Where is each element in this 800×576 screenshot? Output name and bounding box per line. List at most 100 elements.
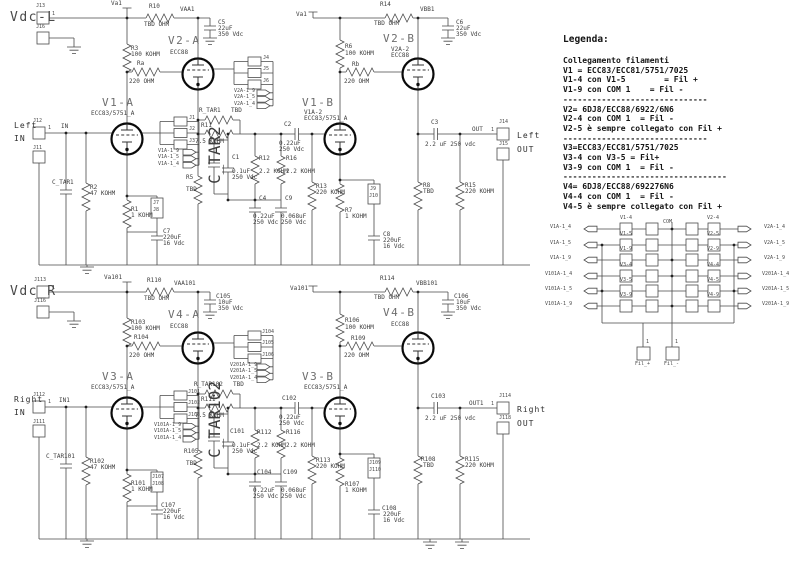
ch2-port-v101a-9: V101A-1_9	[154, 422, 182, 428]
ch1-ref-r7: R7	[345, 207, 353, 214]
ch2-ref-j107: J107	[152, 474, 165, 480]
fd-port-v201a-9: V201A-1_9	[762, 301, 790, 307]
fd-pin-fil-plus: 1	[646, 339, 650, 345]
legend-line-8: ------------------------------	[563, 133, 708, 143]
ch2-pin-j113: 1	[52, 285, 56, 291]
ch1-val-r7: 1 KOHM	[345, 213, 367, 220]
ch2-val-c108: 220uF	[383, 511, 402, 518]
fd-port-v2a-4: V2A-1_4	[764, 224, 786, 230]
ch2-node-vaa101: VAA101	[174, 280, 196, 287]
fd-port-v101a-4: V101A-1_4	[545, 271, 573, 277]
ch1-val-c1: 0.1uF	[232, 168, 251, 175]
ch2-type-v4a: ECC88	[170, 323, 189, 330]
ch1-val-rb: 220 OHM	[344, 78, 370, 85]
ch1-ref-j4: J4	[263, 55, 270, 61]
ch2-ref-c101: C101	[230, 428, 245, 435]
ch1-ref-j16: J16	[36, 24, 46, 30]
fd-pin-fil-minus: 1	[675, 339, 679, 345]
ch1-name-v1a: V1-A	[102, 96, 135, 109]
fd-port-v2a-5: V2A-1_5	[764, 240, 786, 246]
ch1-val-c5: 22uF	[218, 25, 233, 32]
fd-jmp-v3-4: V3-4	[620, 262, 633, 268]
ch2-name-v4b: V4-B	[383, 306, 416, 319]
ch2-ref-c107: C107	[161, 502, 176, 509]
ch2-ref-rtar102: R_TAR102	[194, 381, 223, 388]
ch2-val-r108: TBD	[423, 462, 434, 469]
fd-jmp-v1-9: V1-9	[620, 246, 633, 252]
ch2-ref-ctar102: C_TAR102	[205, 380, 224, 458]
ch2-val-r113: 220 KOHM	[316, 463, 345, 470]
ch1-pin-j12: 1	[48, 125, 52, 131]
ch2-port-v201a-9: V201A-1_9	[230, 362, 258, 368]
ch2-ref-c109: C109	[283, 469, 298, 476]
ch2-node-va101-right: Va101	[290, 285, 309, 292]
fd-jmp-v4-5: V4-5	[707, 277, 720, 283]
ch1-ref-c1: C1	[232, 154, 240, 161]
ch2-node-vbb101: VBB101	[416, 280, 438, 287]
ch2-ref-r107: R107	[345, 481, 360, 488]
ch1-ref-j15: J15	[499, 141, 509, 147]
legend-line-4: ------------------------------	[563, 94, 708, 104]
ch2-val-c105: 10uF	[218, 299, 233, 306]
ch1-ref-c8: C8	[383, 231, 391, 238]
ch2-ref-j105: J105	[262, 340, 275, 346]
fd-hdr-com: COM	[663, 219, 673, 225]
ch2-val2-c109: 250 Vdc	[281, 493, 307, 500]
ch2-ref-r103: R103	[131, 319, 146, 326]
ch1-val-r15: 220 KOHM	[465, 188, 494, 195]
ch2-type-v3b: ECC83/5751_A	[304, 384, 348, 391]
ch2-ref-r110: R110	[147, 277, 162, 284]
ch2-val-r104: 220 OHM	[129, 352, 155, 359]
ch2-ref-j113: J113	[34, 277, 47, 283]
ch1-type-v2a: ECC88	[170, 49, 189, 56]
ch1-ref-ra: Ra	[137, 60, 145, 67]
ch1-port-v2a-4: V2A-1_4	[234, 101, 256, 107]
ch1-ref-j1: J1	[189, 115, 196, 121]
ch2-name-v3b: V3-B	[302, 370, 335, 383]
legend-line-6: V2-4 con COM 1 = Fil -	[563, 114, 674, 124]
ch2-port-v201a-5: V201A-1_5	[230, 368, 258, 374]
fd-port-fil-plus: Fil_+	[635, 361, 651, 367]
fd-port-v1a-4: V1A-1_4	[550, 224, 572, 230]
filament-jumper-squares	[619, 222, 721, 361]
legend-line-5: V2= 6DJ8/ECC88/6922/6N6	[563, 104, 674, 114]
ch2-ref-j106: J106	[262, 352, 275, 358]
fd-jmp-v3-9: V3-9	[620, 292, 633, 298]
ch2-val-r103: 100 KOHM	[131, 325, 160, 332]
right-channel-extra-grounds	[422, 539, 470, 549]
fd-jmp-v4-9: V4-9	[707, 292, 720, 298]
ch2-val-r102: 47 KOHM	[90, 464, 116, 471]
ch1-pin-j14: 1	[491, 127, 495, 133]
legend-line-7: V2-5 è sempre collegato con Fil +	[563, 123, 722, 133]
ch2-val2-c104: 250 Vdc	[253, 493, 279, 500]
ch1-node-vaa1: VAA1	[180, 6, 195, 13]
ch1-ref-r13: R13	[316, 183, 327, 190]
ch2-name-v3a: V3-A	[102, 370, 135, 383]
ch2-val-c107: 220uF	[163, 508, 182, 515]
ch2-val-c103: 2.2 uF 250 vdc	[425, 415, 476, 422]
ch1-val2-c1: 250 Vdc	[232, 174, 258, 181]
fd-port-v101a-9: V101A-1_9	[545, 301, 573, 307]
ch1-ref-c4: C4	[259, 195, 267, 202]
ch1-ref-r6: R6	[345, 43, 353, 50]
ch1-io-left-out1: Left	[517, 131, 541, 140]
ch1-type-v1a: ECC83/5751_A	[91, 110, 135, 117]
ch2-io-right-out2: OUT	[517, 419, 535, 428]
ch2-port-v101a-4: V101A-1_4	[154, 435, 182, 441]
ch1-ref-r16: R16	[286, 155, 297, 162]
fd-jmp-v2-9: V2-9	[707, 246, 720, 252]
ch2-val-r115: 220 KOHM	[465, 462, 494, 469]
ch1-io-left-out2: OUT	[517, 145, 535, 154]
ch2-val-r109: 220 OHM	[344, 352, 370, 359]
ch2-val-r107: 1 KOHM	[345, 487, 367, 494]
ch2-ref-r102: R102	[90, 458, 105, 465]
ch1-ref-c6: C6	[456, 19, 464, 26]
ch2-ref-c105: C105	[216, 293, 231, 300]
ch1-ref-r12: R12	[259, 155, 270, 162]
ch2-val-r116: 2.2 KOHM	[286, 442, 315, 449]
ch2-val-r112: 2.2 KOHM	[257, 442, 286, 449]
ch2-ref-j111: J111	[33, 419, 46, 425]
